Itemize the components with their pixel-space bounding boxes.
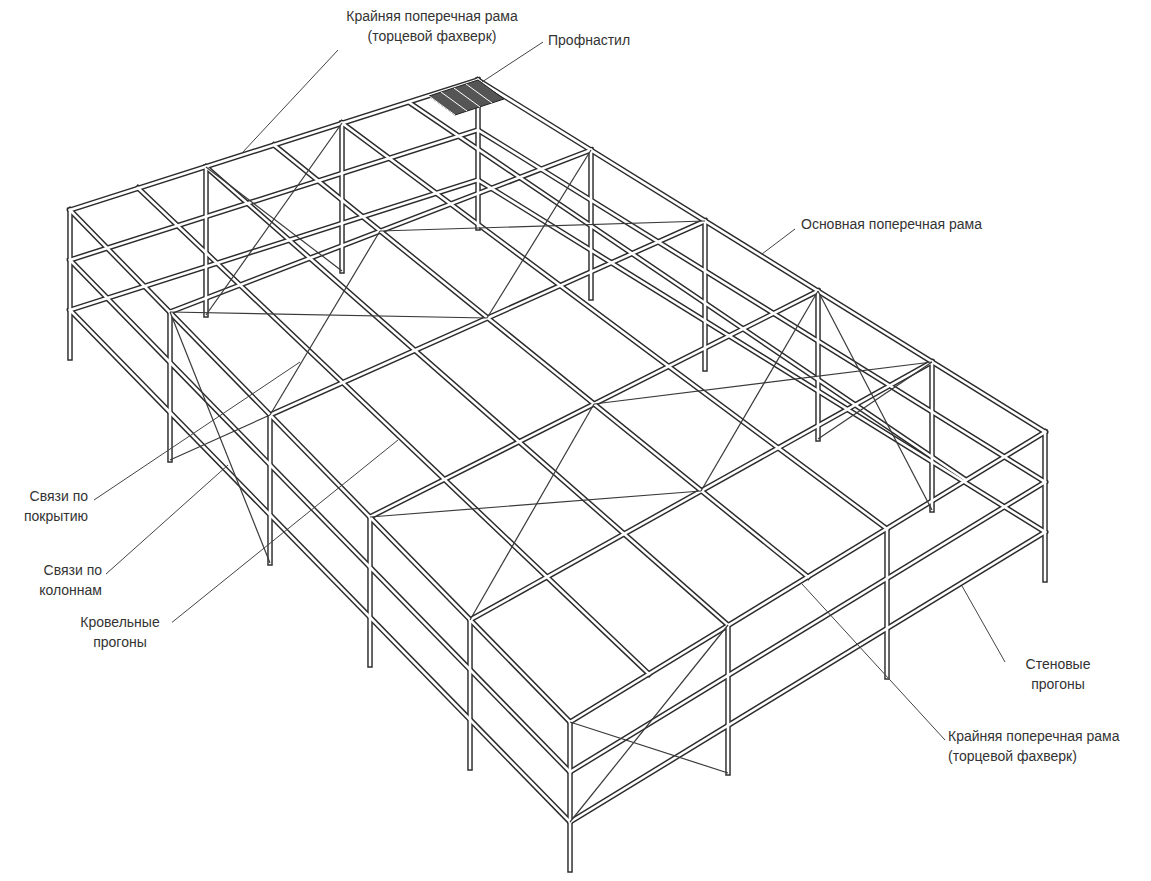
label-slot: Основная поперечная рама — [799, 214, 984, 234]
label-slot: Связи по колоннам — [8, 560, 104, 600]
label-slot: Крайняя поперечная рама (торцевой фахвер… — [946, 726, 1146, 766]
callout-label: Связи по покрытию — [8, 486, 90, 526]
decking-sheets — [429, 80, 504, 115]
label-slot: Кровельные прогоны — [68, 612, 172, 652]
callout-label: Крайняя поперечная рама (торцевой фахвер… — [946, 726, 1146, 766]
label-slot: Профнастил — [546, 30, 632, 50]
callout-label: Кровельные прогоны — [68, 612, 172, 652]
member-core — [70, 80, 1045, 870]
callout-label: Профнастил — [546, 30, 632, 50]
callout-label: Стеновые прогоны — [1006, 654, 1110, 694]
callout-label: Крайняя поперечная рама (торцевой фахвер… — [332, 6, 532, 46]
label-slot: Связи по покрытию — [8, 486, 90, 526]
member-outline — [70, 80, 1045, 870]
callout-label: Связи по колоннам — [8, 560, 104, 600]
label-slot: Стеновые прогоны — [1006, 654, 1110, 694]
callout-label: Основная поперечная рама — [799, 214, 984, 234]
leader-lines — [94, 42, 1005, 740]
label-slot: Крайняя поперечная рама (торцевой фахвер… — [332, 6, 532, 46]
